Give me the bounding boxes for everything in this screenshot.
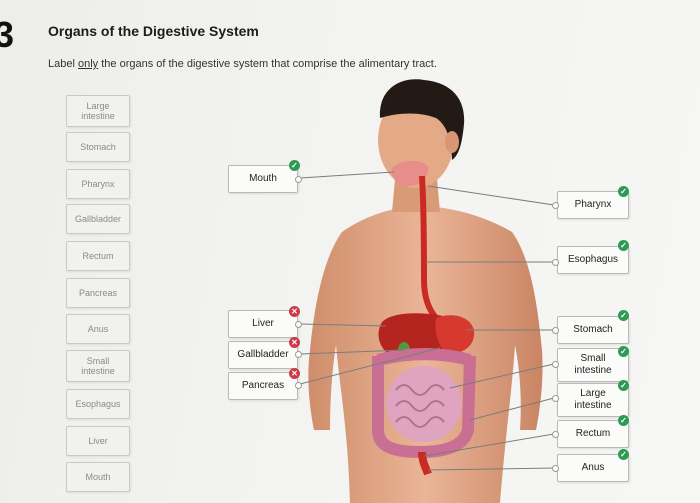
x-circle-icon: ✕ [289,306,300,317]
bank-label-esophagus[interactable]: Esophagus [66,389,130,419]
check-circle-icon: ✓ [618,240,629,251]
bank-label-text: Pharynx [81,179,115,189]
bank-label-text: Large intestine [81,101,115,121]
bank-label-text: Stomach [80,142,116,152]
leader-line-pharynx [427,185,555,206]
leader-anchor [552,431,559,438]
drop-target-label: Liver [252,318,274,329]
bank-label-text: Small intestine [81,356,115,376]
check-circle-icon: ✓ [618,310,629,321]
drop-target-small-intestine[interactable]: Small intestine [557,348,629,382]
leader-line-mouth [299,171,395,179]
leader-anchor [552,395,559,402]
leader-line-small-intestine [449,363,555,389]
bank-label-pharynx[interactable]: Pharynx [66,169,130,199]
bank-label-text: Anus [87,324,109,334]
drop-target-pharynx[interactable]: Pharynx [557,191,629,219]
leader-line-liver [299,323,387,327]
bank-label-large-intestine[interactable]: Large intestine [66,95,130,127]
drop-target-stomach[interactable]: Stomach [557,316,629,344]
bank-label-liver[interactable]: Liver [66,426,130,456]
drop-target-anus[interactable]: Anus [557,454,629,482]
question-title: Organs of the Digestive System [48,23,259,39]
leader-anchor [295,382,302,389]
bank-label-rectum[interactable]: Rectum [66,241,130,271]
drop-target-pancreas[interactable]: Pancreas [228,372,298,400]
drop-target-label: Esophagus [567,254,619,265]
bank-label-stomach[interactable]: Stomach [66,132,130,162]
bank-label-text: Gallbladder [74,214,122,224]
instruction-emphasis: only [77,58,99,70]
rectum-shape [418,451,432,476]
leader-line-anus [427,467,555,471]
leader-anchor [552,465,559,472]
drop-target-esophagus[interactable]: Esophagus [557,246,629,274]
leader-anchor [295,321,302,328]
drop-target-label: Mouth [249,173,277,184]
drop-target-label: Pancreas [241,380,285,391]
leader-line-pancreas [299,347,441,385]
drop-target-label: Stomach [573,324,613,335]
bank-label-text: Mouth [85,472,111,482]
check-circle-icon: ✓ [618,346,629,357]
leader-anchor [552,361,559,368]
bank-label-anus[interactable]: Anus [66,314,130,344]
leader-anchor [552,327,559,334]
drop-target-label: Large intestine [574,388,612,411]
drop-target-label: Small intestine [574,353,612,376]
bank-label-pancreas[interactable]: Pancreas [66,278,130,308]
leader-anchor [295,176,302,183]
leader-line-gallbladder [299,349,405,355]
check-circle-icon: ✓ [618,415,629,426]
x-circle-icon: ✕ [289,337,300,348]
check-circle-icon: ✓ [618,449,629,460]
check-circle-icon: ✓ [618,380,629,391]
bank-label-text: Rectum [82,251,114,261]
esophagus-tube [419,175,441,323]
check-circle-icon: ✓ [289,160,300,171]
drop-target-label: Anus [581,462,605,473]
bank-label-mouth[interactable]: Mouth [66,462,130,492]
hair-shape [379,79,465,160]
bank-label-small-intestine[interactable]: Small intestine [66,350,130,382]
bank-label-text: Pancreas [78,288,118,298]
drop-target-liver[interactable]: Liver [228,310,298,338]
leader-line-large-intestine [469,397,555,421]
drop-target-gallbladder[interactable]: Gallbladder [228,341,298,369]
small-intestine-coils [395,384,445,428]
ear-shape [445,131,459,153]
check-circle-icon: ✓ [618,186,629,197]
question-number: 3 [0,14,15,55]
bank-label-text: Esophagus [75,399,121,409]
drop-target-mouth[interactable]: Mouth [228,165,298,193]
drop-target-label: Rectum [575,428,611,439]
leader-line-rectum [423,433,555,457]
bank-label-text: Liver [88,436,108,446]
large-intestine-transverse [376,348,472,366]
leader-anchor [295,351,302,358]
bank-label-gallbladder[interactable]: Gallbladder [66,204,130,234]
stomach-shape [435,315,475,353]
x-circle-icon: ✕ [289,368,300,379]
drop-target-rectum[interactable]: Rectum [557,420,629,448]
drop-target-label: Pharynx [574,199,612,210]
question-instruction: Label only the organs of the digestive s… [48,58,437,70]
leader-anchor [552,202,559,209]
leader-anchor [552,259,559,266]
instruction-suffix: the organs of the digestive system that … [98,58,437,70]
drop-target-label: Gallbladder [237,349,289,360]
instruction-prefix: Label [48,58,78,70]
oral-cavity [391,160,429,187]
